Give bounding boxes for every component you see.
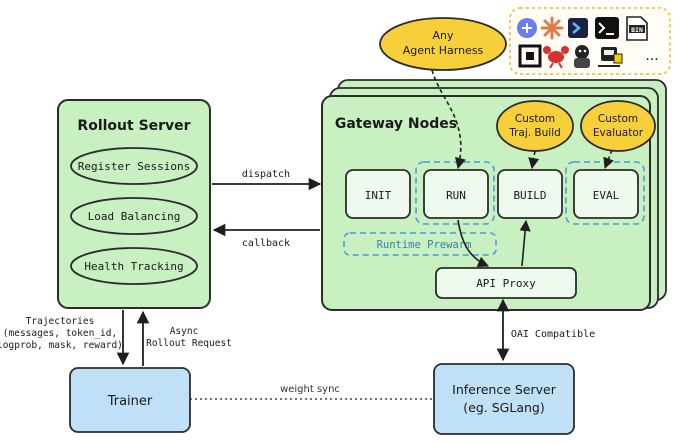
rollout-server-title: Rollout Server bbox=[77, 118, 190, 134]
agent-harness-line1: Any bbox=[432, 29, 453, 42]
stage-run-label: RUN bbox=[446, 189, 466, 202]
callback-label: callback bbox=[242, 238, 290, 249]
rollout-item-health-tracking: Health Tracking bbox=[70, 247, 198, 285]
stage-run: RUN bbox=[423, 169, 489, 219]
claude-icon bbox=[540, 16, 564, 40]
load-balancing-label: Load Balancing bbox=[88, 210, 181, 223]
trainer-label: Trainer bbox=[107, 394, 153, 409]
api-proxy: API Proxy bbox=[435, 267, 577, 299]
stage-build: BUILD bbox=[497, 169, 563, 219]
stage-build-label: BUILD bbox=[513, 189, 546, 202]
api-proxy-label: API Proxy bbox=[476, 277, 536, 290]
rollout-server: Rollout Server Register Sessions Load Ba… bbox=[57, 99, 211, 309]
inference-server: Inference Server (eg. SGLang) bbox=[433, 363, 575, 435]
svg-text:BIN: BIN bbox=[631, 26, 643, 34]
weight-sync-label: weight sync bbox=[280, 384, 340, 395]
more-icons-ellipsis: ... bbox=[645, 48, 658, 64]
stage-init: INIT bbox=[345, 169, 411, 219]
trajectories-label-3: logprob, mask, reward) bbox=[0, 340, 123, 351]
oai-compatible-label: OAI Compatible bbox=[511, 329, 595, 340]
stage-eval-label: EVAL bbox=[593, 189, 620, 202]
terminal-icon bbox=[595, 17, 619, 39]
lobster-icon bbox=[543, 46, 569, 69]
evaluator-to-eval-arrow bbox=[603, 149, 614, 170]
box-icon bbox=[518, 44, 542, 68]
inference-label-2: (eg. SGLang) bbox=[463, 400, 544, 415]
agent-harness-bubble: Any Agent Harness bbox=[379, 17, 507, 71]
cursor-icon bbox=[517, 18, 537, 38]
bin-icon: BIN bbox=[626, 16, 648, 41]
harness-icon-palette: BIN ... bbox=[509, 7, 671, 75]
vscode-icon bbox=[568, 18, 588, 38]
stage-init-label: INIT bbox=[365, 189, 392, 202]
runtime-prewarm-label: Runtime Prewarm bbox=[377, 239, 472, 251]
rollout-item-load-balancing: Load Balancing bbox=[70, 197, 198, 235]
evaluator-line1: Custom bbox=[598, 113, 638, 125]
trainer: Trainer bbox=[69, 367, 191, 433]
gateway-title: Gateway Nodes bbox=[335, 116, 457, 132]
harness-to-run-arrow bbox=[431, 69, 466, 170]
dispatch-label: dispatch bbox=[242, 169, 290, 180]
inference-label-1: Inference Server bbox=[452, 382, 557, 397]
async-label-1: Async bbox=[170, 326, 199, 337]
stage-eval: EVAL bbox=[573, 169, 639, 219]
run-to-proxy-arrow bbox=[457, 219, 490, 268]
trajectories-label-1: Trajectories bbox=[26, 316, 95, 327]
rollout-item-register-sessions: Register Sessions bbox=[70, 147, 198, 185]
register-sessions-label: Register Sessions bbox=[78, 160, 191, 173]
trajectories-label-2: (messages, token_id, bbox=[3, 328, 117, 339]
traj-build-line2: Traj. Build bbox=[508, 127, 561, 139]
agent-harness-line2: Agent Harness bbox=[403, 44, 484, 57]
avatar-icon bbox=[574, 45, 590, 68]
traj-build-bubble: Custom Traj. Build bbox=[496, 100, 574, 152]
traj-build-line1: Custom bbox=[515, 113, 555, 125]
health-tracking-label: Health Tracking bbox=[84, 260, 183, 273]
trajbuild-to-build-arrow bbox=[528, 150, 540, 170]
evaluator-bubble: Custom Evaluator bbox=[580, 100, 656, 152]
proxy-to-build-arrow bbox=[519, 219, 531, 267]
robot-icon bbox=[598, 47, 623, 67]
async-label-2: Rollout Request bbox=[146, 338, 232, 349]
gateway-nodes: Gateway Nodes INIT RUN BUILD EVAL Runtim… bbox=[321, 79, 667, 311]
evaluator-line2: Evaluator bbox=[593, 127, 644, 139]
runtime-prewarm: Runtime Prewarm bbox=[343, 232, 497, 256]
